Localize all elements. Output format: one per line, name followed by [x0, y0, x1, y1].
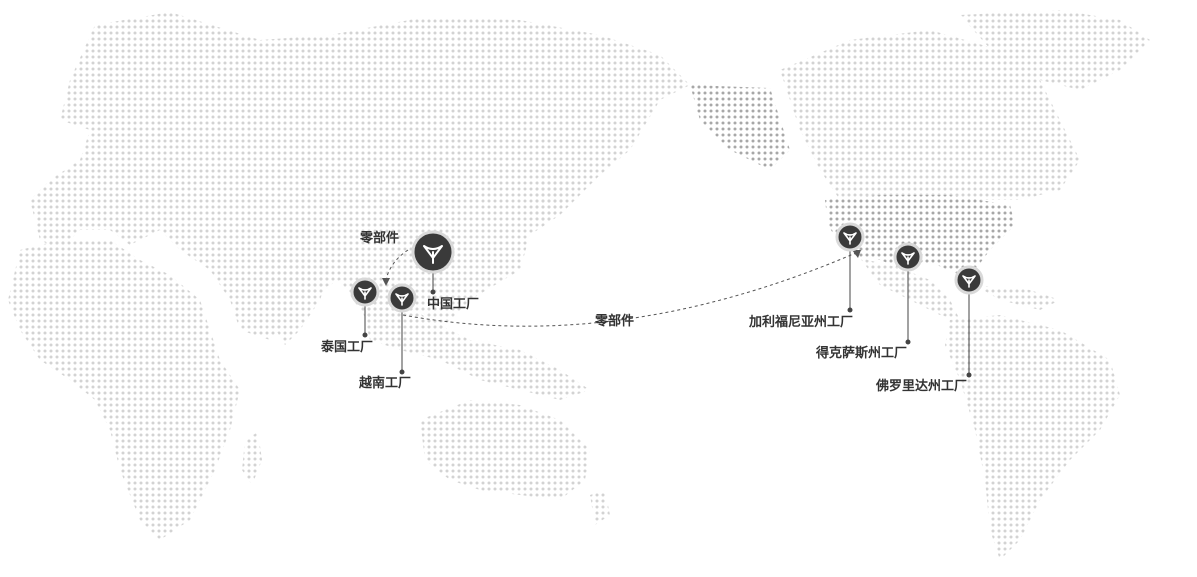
leader-dot-thailand — [362, 332, 368, 338]
leader-dot-vietnam — [399, 369, 405, 375]
landmass-japan — [530, 160, 575, 225]
landmass-caribbean — [975, 285, 1060, 310]
factory-label-california[interactable]: 加利福尼亚州工厂 — [749, 315, 854, 330]
marker-vietnam[interactable] — [387, 283, 417, 313]
marker-california[interactable] — [835, 222, 865, 252]
route-arrow-asia — [382, 278, 390, 286]
landmass-australia — [420, 400, 590, 500]
landmass-alaska — [690, 85, 790, 170]
factory-label-texas[interactable]: 得克萨斯州工厂 — [816, 346, 908, 361]
landmass-eurasia — [30, 12, 690, 340]
landmass-greenland — [960, 10, 1150, 90]
marker-thailand[interactable] — [350, 277, 380, 307]
marker-florida[interactable] — [954, 265, 984, 295]
landmass-south-america — [945, 315, 1120, 560]
brand-logo-icon — [962, 275, 976, 288]
leader-dot-california — [847, 307, 853, 313]
leader-dot-texas — [905, 339, 911, 345]
brand-logo-icon — [423, 245, 443, 264]
factory-label-vietnam[interactable]: 越南工厂 — [359, 376, 412, 391]
landmass-madagascar — [242, 432, 262, 485]
brand-logo-icon — [358, 287, 372, 300]
route-arrow-pacific — [852, 250, 861, 258]
factory-label-florida[interactable]: 佛罗里达州工厂 — [876, 379, 968, 394]
factory-label-china[interactable]: 中国工厂 — [427, 297, 480, 312]
factory-label-thailand[interactable]: 泰国工厂 — [321, 340, 374, 355]
marker-texas[interactable] — [893, 242, 923, 272]
landmass-mexico — [860, 258, 960, 320]
route-vietnam-california — [402, 251, 859, 327]
landmass-africa — [8, 240, 240, 540]
landmass-canada — [780, 30, 1080, 200]
leader-dot-china — [430, 289, 436, 295]
landmass-india — [255, 250, 330, 345]
brand-logo-icon — [901, 252, 915, 265]
landmass-nz — [590, 490, 610, 525]
leader-dot-florida — [966, 372, 972, 378]
landmass-seasia — [360, 300, 590, 400]
brand-logo-icon — [843, 232, 857, 245]
brand-logo-icon — [395, 293, 409, 306]
landmass-usa — [825, 195, 1015, 275]
marker-china[interactable] — [411, 230, 455, 274]
route-china-thailand — [385, 249, 409, 281]
route-label-pacific-parts: 零部件 — [595, 314, 635, 329]
route-label-asia-parts: 零部件 — [360, 231, 400, 246]
